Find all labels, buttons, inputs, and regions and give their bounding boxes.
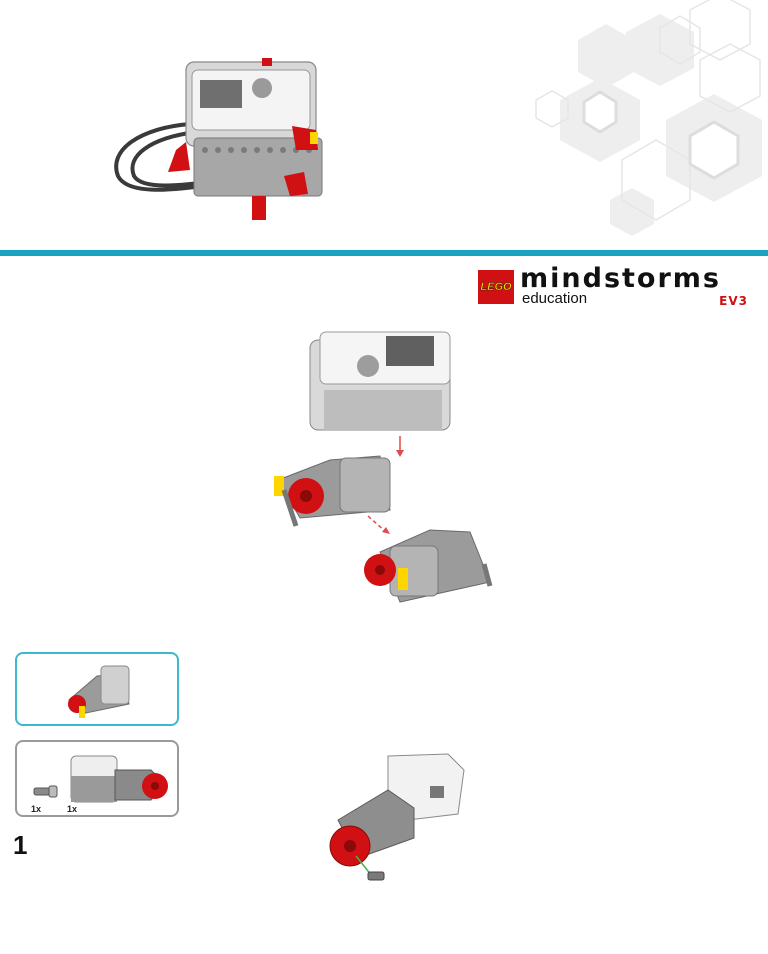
part-quantity: 1x bbox=[31, 804, 42, 814]
connector-peg-icon bbox=[33, 785, 58, 798]
sub-model-image bbox=[68, 665, 130, 718]
right-leg-assembly-image bbox=[364, 529, 493, 603]
product-wordmark: mindstorms bbox=[520, 263, 721, 294]
hero-banner bbox=[0, 0, 768, 250]
step-number: 1 bbox=[13, 830, 28, 860]
mindstorms-education-logo: LEGO mindstorms education EV3 bbox=[478, 263, 754, 308]
lego-logo: LEGO bbox=[478, 270, 514, 304]
header-divider bbox=[0, 250, 768, 256]
step-assembly-image bbox=[329, 753, 465, 881]
platform-label: EV3 bbox=[719, 294, 748, 308]
assembly-arrow-down bbox=[396, 436, 404, 457]
parts-list-callout: 1x 1x bbox=[15, 740, 179, 817]
large-motor-icon bbox=[70, 755, 168, 803]
part-quantity: 1x bbox=[67, 804, 78, 814]
edition-label: education bbox=[522, 290, 588, 307]
ev3-brick-image bbox=[309, 331, 451, 431]
assembly-arrow-diagonal bbox=[367, 515, 390, 534]
robot-preview-image bbox=[114, 58, 323, 220]
left-leg-assembly-image bbox=[274, 455, 391, 527]
hex-pattern-decoration bbox=[114, 0, 762, 236]
sub-model-callout bbox=[15, 652, 179, 726]
assembly-diagram bbox=[274, 331, 493, 603]
